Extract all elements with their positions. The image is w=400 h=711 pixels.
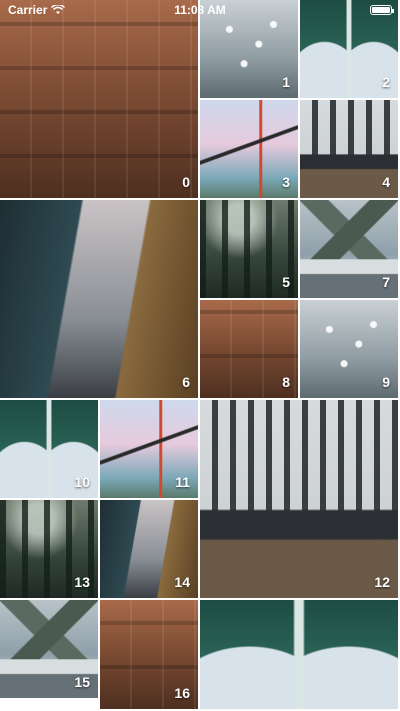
photo-tile[interactable]: 2	[300, 0, 400, 100]
photo-thumbnail	[0, 500, 98, 598]
photo-thumbnail	[100, 500, 198, 598]
photo-thumbnail	[200, 600, 398, 709]
status-bar: Carrier 11:08 AM	[0, 0, 400, 20]
photo-thumbnail	[300, 200, 398, 298]
photo-index-label: 10	[74, 474, 90, 490]
photo-thumbnail	[300, 100, 398, 198]
photo-thumbnail	[200, 100, 298, 198]
photo-thumbnail	[200, 0, 298, 98]
status-time: 11:08 AM	[174, 3, 226, 17]
photo-index-label: 4	[382, 174, 390, 190]
photo-index-label: 16	[174, 685, 190, 701]
photo-tile[interactable]: 14	[100, 500, 200, 600]
wifi-icon	[51, 5, 66, 14]
photo-index-label: 14	[174, 574, 190, 590]
photo-tile[interactable]: 6	[0, 200, 200, 400]
photo-index-label: 6	[182, 374, 190, 390]
photo-thumbnail	[0, 0, 198, 198]
photo-index-label: 9	[382, 374, 390, 390]
photo-tile[interactable]: 8	[200, 300, 300, 400]
carrier-label: Carrier	[8, 3, 48, 17]
photo-index-label: 2	[382, 74, 390, 90]
photo-tile[interactable]: 15	[0, 600, 100, 700]
photo-index-label: 7	[382, 274, 390, 290]
battery-fill	[372, 7, 390, 13]
photo-tile[interactable]: 3	[200, 100, 300, 200]
battery-icon	[370, 5, 394, 15]
photo-tile[interactable]: 7	[300, 200, 400, 300]
photo-thumbnail	[200, 200, 298, 298]
photo-thumbnail	[200, 300, 298, 398]
photo-index-label: 1	[282, 74, 290, 90]
photo-tile[interactable]: 16	[100, 600, 200, 711]
photo-thumbnail	[100, 400, 198, 498]
photo-tile[interactable]: 10	[0, 400, 100, 500]
photo-index-label: 15	[74, 674, 90, 690]
photo-tile[interactable]: 11	[100, 400, 200, 500]
photo-index-label: 12	[374, 574, 390, 590]
photo-index-label: 8	[282, 374, 290, 390]
photo-thumbnail	[300, 300, 398, 398]
photo-tile[interactable]: 4	[300, 100, 400, 200]
photo-index-label: 0	[182, 174, 190, 190]
photo-thumbnail	[300, 0, 398, 98]
photo-index-label: 13	[74, 574, 90, 590]
photo-thumbnail	[200, 400, 398, 598]
photo-tile[interactable]: 0	[0, 0, 200, 200]
photo-tile[interactable]: 1	[200, 0, 300, 100]
photo-tile[interactable]: 9	[300, 300, 400, 400]
photo-tile[interactable]: 12	[200, 400, 400, 600]
photo-index-label: 5	[282, 274, 290, 290]
photo-tile[interactable]	[200, 600, 400, 711]
status-left: Carrier	[8, 3, 66, 17]
photo-tile[interactable]: 13	[0, 500, 100, 600]
photo-thumbnail	[0, 400, 98, 498]
photo-index-label: 3	[282, 174, 290, 190]
photo-thumbnail	[0, 600, 98, 698]
photo-thumbnail	[100, 600, 198, 709]
photo-thumbnail	[0, 200, 198, 398]
photo-index-label: 11	[175, 474, 190, 490]
photo-tile[interactable]: 5	[200, 200, 300, 300]
